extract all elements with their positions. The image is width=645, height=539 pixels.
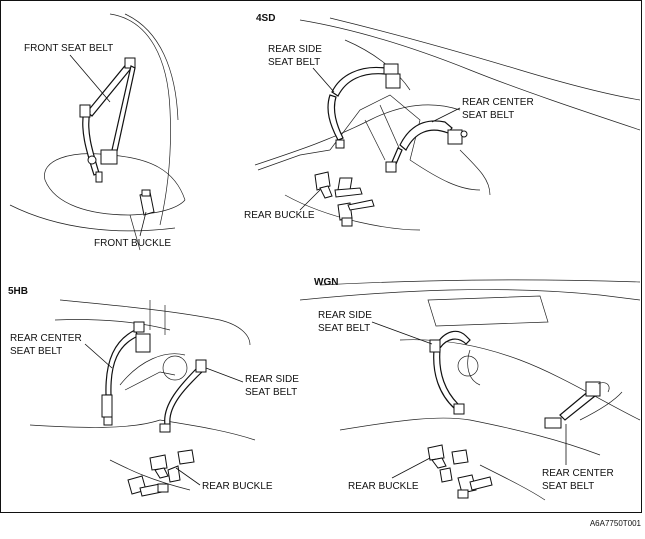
section-title-4sd: 4SD: [256, 13, 275, 24]
wgn-rear-side-belt: [435, 330, 471, 349]
4sd-rear-side-retractor: [385, 73, 401, 89]
5hb-rear-side-label-2: SEAT BELT: [245, 387, 297, 398]
4sd-rear-side-label-2: SEAT BELT: [268, 57, 320, 68]
front-belt-anchor: [95, 171, 103, 183]
front-buckle-leader: [139, 211, 147, 237]
wgn-illustration: [299, 279, 641, 501]
wgn-window: [427, 295, 549, 327]
wgn-rear-buckle-leader: [391, 457, 431, 479]
wgn-rear-center-retractor: [585, 381, 601, 397]
5hb-rear-side-leader: [205, 367, 244, 383]
5hb-rear-center-label-1: REAR CENTER: [10, 333, 82, 344]
front-retractor: [100, 149, 118, 165]
wgn-rear-side-label-1: REAR SIDE: [318, 310, 372, 321]
4sd-rear-buckle-label: REAR BUCKLE: [244, 210, 315, 221]
5hb-rear-center-leader: [84, 343, 113, 369]
4sd-rear-center-label-1: REAR CENTER: [462, 97, 534, 108]
5hb-illustration: [29, 299, 256, 497]
figure-border: [0, 0, 642, 513]
4sd-rear-side-label-1: REAR SIDE: [268, 44, 322, 55]
figure-code: A6A7750T001: [590, 519, 642, 528]
5hb-rear-side-label-1: REAR SIDE: [245, 374, 299, 385]
5hb-rear-center-retractor: [135, 333, 151, 353]
4sd-illustration: [254, 17, 641, 231]
front-guide: [79, 104, 91, 118]
front-seat-belt-leader: [69, 54, 111, 103]
4sd-rear-center-label-2: SEAT BELT: [462, 110, 514, 121]
4sd-rear-center-belt: [399, 120, 453, 151]
wgn-rear-center-label-1: REAR CENTER: [542, 468, 614, 479]
section-title-5hb: 5HB: [8, 286, 28, 297]
section-title-wgn: WGN: [314, 277, 338, 288]
4sd-rear-center-retractor: [447, 129, 463, 145]
wgn-rear-side-leader: [371, 321, 433, 345]
front-anchor-upper: [124, 57, 136, 69]
wgn-rear-side-label-2: SEAT BELT: [318, 323, 370, 334]
5hb-rear-buckle-leader: [175, 467, 201, 486]
4sd-rear-side-belt-upper: [331, 66, 386, 97]
front-seat-belt-illustration: [9, 13, 186, 251]
5hb-rear-center-label-2: SEAT BELT: [10, 346, 62, 357]
front-buckle-label: FRONT BUCKLE: [94, 238, 171, 249]
5hb-rear-buckle-label: REAR BUCKLE: [202, 481, 273, 492]
front-seat-belt-label: FRONT SEAT BELT: [24, 43, 113, 54]
5hb-rear-center-belt: [105, 329, 139, 396]
wgn-rear-buckle-label: REAR BUCKLE: [348, 481, 419, 492]
wgn-rear-center-label-2: SEAT BELT: [542, 481, 594, 492]
4sd-rear-side-leader: [312, 67, 335, 93]
4sd-rear-buckle-leader: [299, 189, 321, 211]
4sd-rear-center-leader: [431, 107, 461, 123]
